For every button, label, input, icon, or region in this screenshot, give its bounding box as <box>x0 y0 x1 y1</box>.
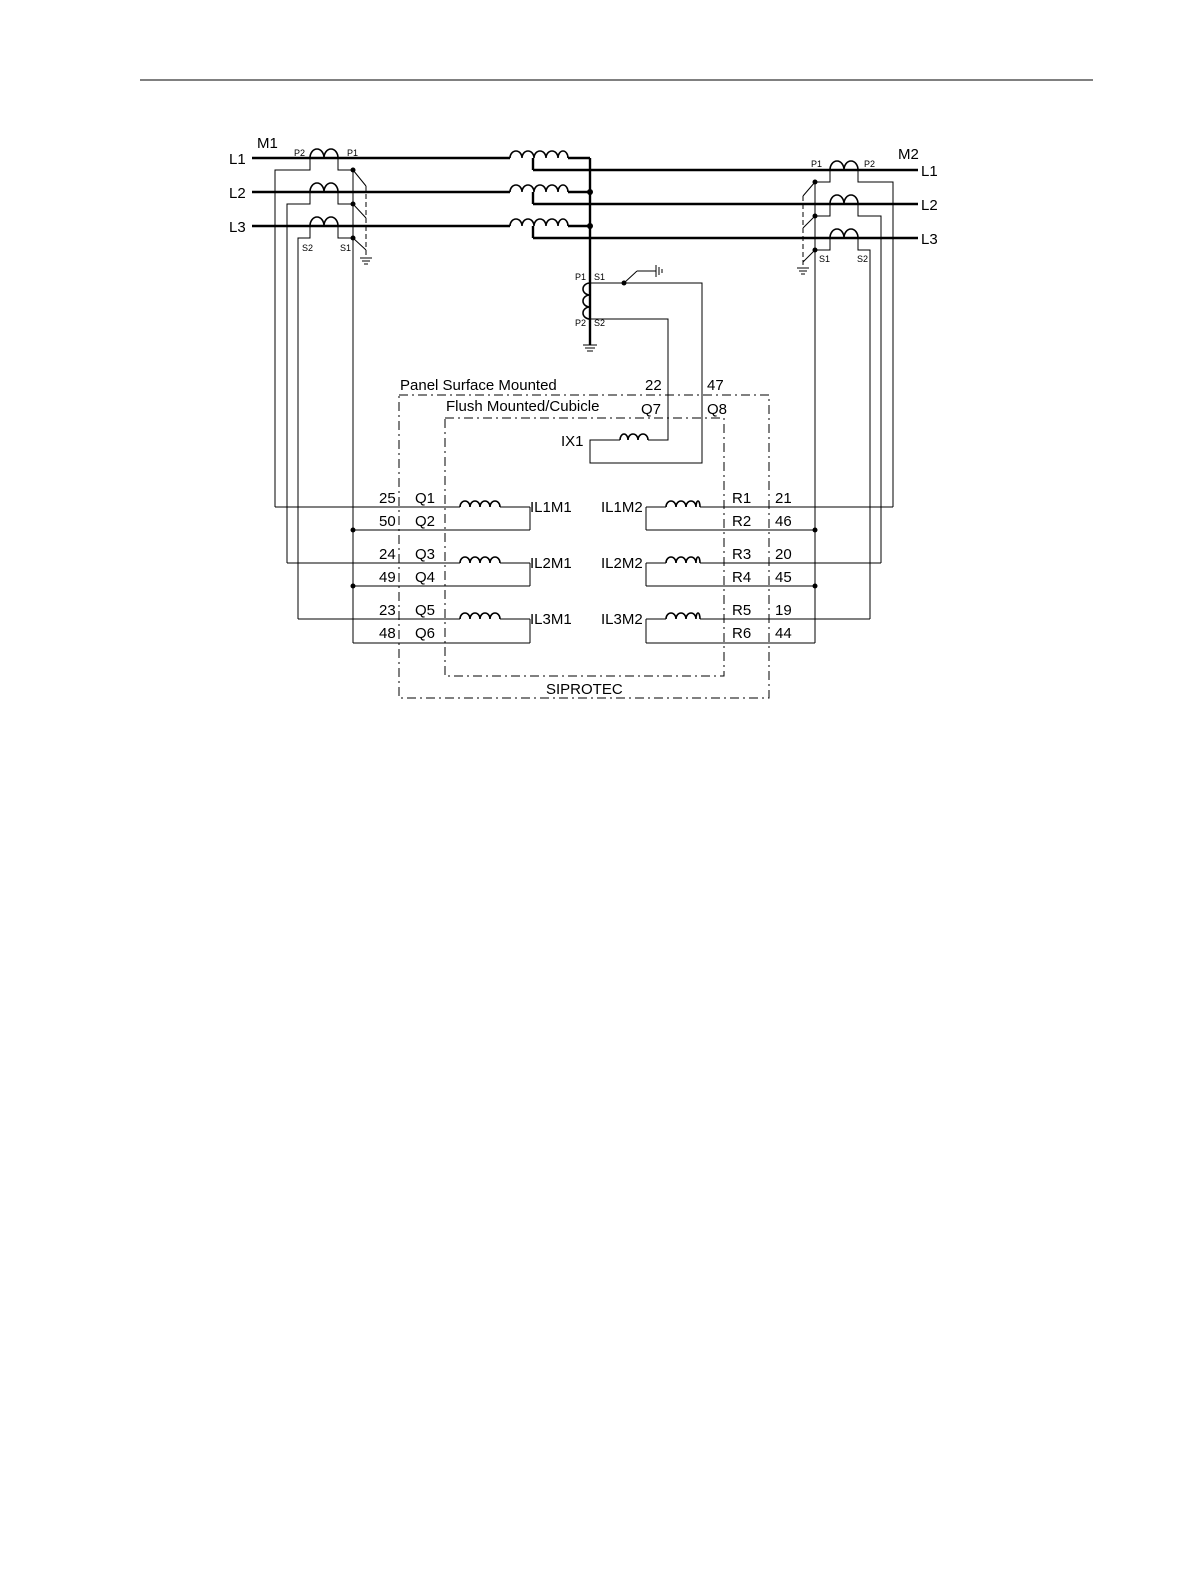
m1-label: M1 <box>257 135 278 152</box>
m2-s2-label: S2 <box>857 254 868 264</box>
phase-left-l3: L3 <box>229 219 246 236</box>
ct-set-m2 <box>797 161 893 643</box>
right-num-45: 45 <box>775 569 792 586</box>
coil-label-il3m2: IL3M2 <box>601 611 643 628</box>
left-num-23: 23 <box>379 602 396 619</box>
phase-left-l2: L2 <box>229 185 246 202</box>
left-num-48: 48 <box>379 625 396 642</box>
right-num-20: 20 <box>775 546 792 563</box>
ix1-label: IX1 <box>561 433 584 450</box>
right-num-19: 19 <box>775 602 792 619</box>
right-num-21: 21 <box>775 490 792 507</box>
right-term-r6: R6 <box>732 625 751 642</box>
terminal-47: 47 <box>707 377 724 394</box>
star-p2-label: P2 <box>575 318 586 328</box>
star-s1-label: S1 <box>594 272 605 282</box>
phase-left-l1: L1 <box>229 151 246 168</box>
star-s2-label: S2 <box>594 318 605 328</box>
terminal-q8: Q8 <box>707 401 727 418</box>
left-num-49: 49 <box>379 569 396 586</box>
left-num-24: 24 <box>379 546 396 563</box>
ix1-coil <box>620 434 648 440</box>
star-p1-label: P1 <box>575 272 586 282</box>
left-num-25: 25 <box>379 490 396 507</box>
phase-right-l1: L1 <box>921 163 938 180</box>
left-term-q5: Q5 <box>415 602 435 619</box>
m1-p2-label: P2 <box>294 148 305 158</box>
coil-label-il1m1: IL1M1 <box>530 499 572 516</box>
left-term-q3: Q3 <box>415 546 435 563</box>
right-term-r5: R5 <box>732 602 751 619</box>
left-term-q4: Q4 <box>415 569 435 586</box>
terminal-q7: Q7 <box>641 401 661 418</box>
left-num-50: 50 <box>379 513 396 530</box>
right-term-r3: R3 <box>732 546 751 563</box>
phase-right-l2: L2 <box>921 197 938 214</box>
left-term-q6: Q6 <box>415 625 435 642</box>
coil-label-il2m1: IL2M1 <box>530 555 572 572</box>
right-term-r4: R4 <box>732 569 751 586</box>
panel-surface-label: Panel Surface Mounted <box>400 377 557 394</box>
m1-s2-label: S2 <box>302 243 313 253</box>
right-num-44: 44 <box>775 625 792 642</box>
coil-label-il3m1: IL3M1 <box>530 611 572 628</box>
right-term-r1: R1 <box>732 490 751 507</box>
m2-s1-label: S1 <box>819 254 830 264</box>
panel-surface-enclosure <box>399 395 769 698</box>
phase-right-l3: L3 <box>921 231 938 248</box>
ct-set-m1 <box>275 149 372 643</box>
m1-p1-label: P1 <box>347 148 358 158</box>
left-term-q1: Q1 <box>415 490 435 507</box>
m1-s1-label: S1 <box>340 243 351 253</box>
flush-mounted-enclosure <box>445 418 724 676</box>
coil-label-il2m2: IL2M2 <box>601 555 643 572</box>
coil-label-il1m2: IL1M2 <box>601 499 643 516</box>
flush-mounted-label: Flush Mounted/Cubicle <box>446 398 599 415</box>
terminal-22: 22 <box>645 377 662 394</box>
right-term-r2: R2 <box>732 513 751 530</box>
left-term-q2: Q2 <box>415 513 435 530</box>
power-transformer-coils <box>510 151 568 226</box>
m2-p1-label: P1 <box>811 159 822 169</box>
left-input-wiring <box>275 501 530 643</box>
siprotec-label: SIPROTEC <box>546 681 623 698</box>
neutral-ground-symbol <box>583 345 597 351</box>
right-num-46: 46 <box>775 513 792 530</box>
m2-p2-label: P2 <box>864 159 875 169</box>
m2-label: M2 <box>898 146 919 163</box>
